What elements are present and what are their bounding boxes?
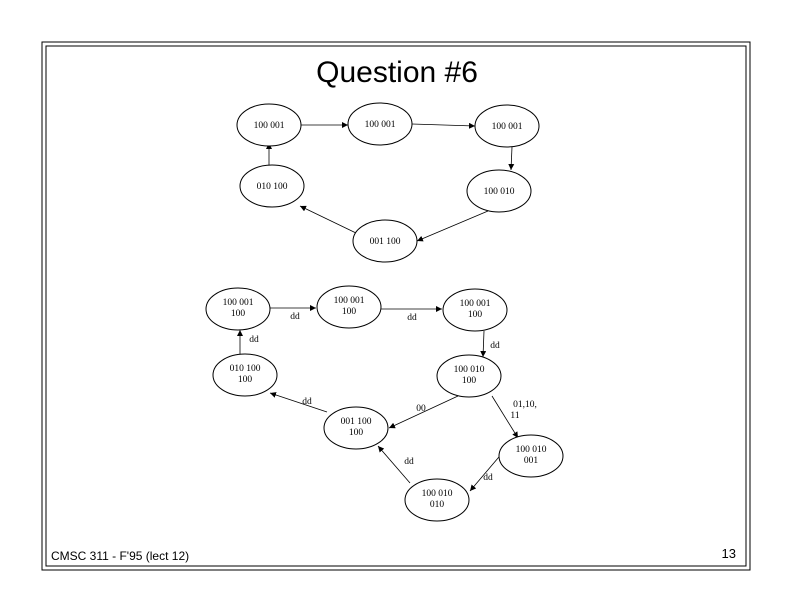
state-label-b4: 100 010 [454,365,485,375]
state-label-b1: 100 [231,309,246,319]
state-label-b2: 100 [342,307,357,317]
state-label-b3: 100 [468,310,483,320]
state-label-b8: 100 010 [422,489,453,499]
state-node-b8 [404,478,470,522]
transition-arrow-b3-to-b4 [480,330,487,358]
transition-label-b3-to-b4: dd [490,341,500,351]
state-node-a4 [466,169,532,213]
state-node-a3 [474,104,540,148]
footer-course-label: CMSC 311 - F'95 (lect 12) [51,549,189,563]
state-label-b5: 001 100 [341,417,372,427]
state-node-b1 [205,287,271,331]
transition-arrow-b4-to-b7 [491,395,519,439]
state-label-a1: 100 001 [254,121,285,131]
slide-frame-inner [45,45,747,567]
transition-label-b5-to-b6: dd [302,397,312,407]
transition-arrow-a4-to-a5 [416,210,489,242]
state-node-a6 [239,164,305,208]
state-node-b2 [316,285,382,329]
transition-arrow-a3-to-a4 [508,146,515,171]
transition-arrow-b8-to-b5 [377,445,411,484]
state-node-a5 [352,219,418,263]
state-label-a5: 001 100 [370,237,401,247]
state-node-a1 [236,103,302,147]
state-node-a2 [347,102,413,146]
transition-label-b4-to-b5: 00 [416,404,426,414]
transition-arrow-a5-to-a6 [299,205,357,234]
transition-label-b1-to-b2: dd [290,312,300,322]
state-node-b3 [442,288,508,332]
transition-arrow-b4-to-b5 [388,395,459,429]
state-node-b5 [323,406,389,450]
state-label-a3: 100 001 [492,122,523,132]
transition-arrow-a2-to-a3 [411,122,476,129]
state-diagram-1: 100 001 100 001 100 001 100 010 001 100 010 1… [236,102,540,263]
state-node-b4 [436,354,502,398]
state-node-b7 [498,434,564,478]
transition-label-b7-to-b8: dd [483,473,493,483]
transition-arrow-b5-to-b6 [269,392,328,413]
state-label-b7: 100 010 [516,445,547,455]
transition-label-b4-to-b7: 01,10, [513,400,537,410]
state-label-b5: 100 [349,428,364,438]
state-label-a2: 100 001 [365,120,396,130]
state-label-b4: 100 [462,376,477,386]
transition-label-b6-to-b1: dd [249,335,259,345]
state-label-b6: 100 [238,375,253,385]
transition-label-b2-to-b3: dd [407,313,417,323]
slide-frame-outer [41,41,751,571]
state-node-b6 [212,353,278,397]
state-label-b2: 100 001 [334,296,365,306]
state-label-a4: 100 010 [484,187,515,197]
state-label-b1: 100 001 [223,298,254,308]
state-label-b8: 010 [430,500,445,510]
state-label-b7: 001 [524,456,539,466]
transition-label-b8-to-b5: dd [404,457,414,467]
state-label-a6: 010 100 [257,182,288,192]
state-label-b6: 010 100 [230,364,261,374]
state-label-b3: 100 001 [460,299,491,309]
transition-label-b4-to-b7: 11 [510,411,519,421]
slide-title: Question #6 [316,56,478,89]
page-number: 13 [722,546,736,561]
